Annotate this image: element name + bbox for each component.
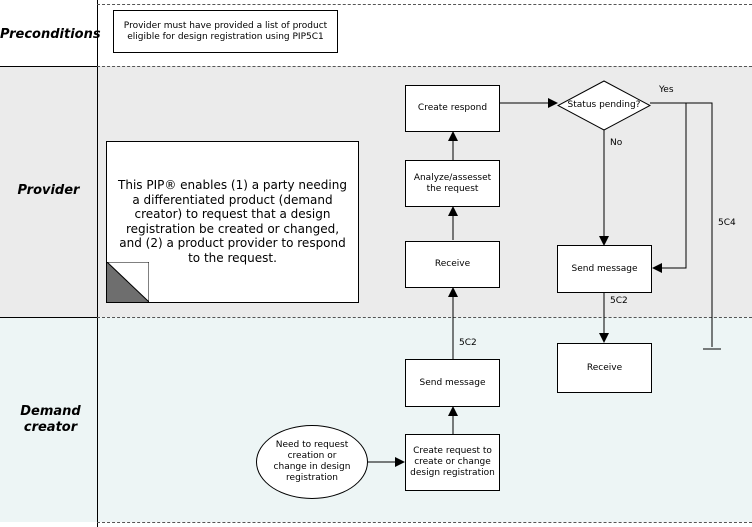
- status-pending-label: Status pending?: [567, 100, 641, 110]
- status-pending-decision: Status pending?: [557, 80, 651, 131]
- lane-divider-bottom: [97, 522, 752, 523]
- analyze-request-box: Analyze/assesset the request: [405, 160, 500, 207]
- decision-diamond-shape: [557, 80, 651, 131]
- lane-divider-preconditions: [97, 66, 752, 67]
- pip-description-note: This PIP® enables (1) a party needing a …: [106, 141, 359, 303]
- send-message-demand-box: Send message: [405, 359, 500, 407]
- code-5c2-provider-label: 5C2: [610, 296, 628, 306]
- need-to-request-start: Need to request creation or change in de…: [256, 425, 368, 499]
- code-5c4-label: 5C4: [718, 218, 736, 228]
- lane-header-divider-2: [0, 317, 97, 318]
- receive-demand-box: Receive: [557, 343, 652, 393]
- lane-divider-provider: [97, 317, 752, 318]
- code-5c2-demand-label: 5C2: [459, 338, 477, 348]
- lane-header-divider-1: [0, 66, 97, 67]
- send-message-provider-box: Send message: [557, 245, 652, 293]
- lane-label-preconditions: Preconditions: [0, 27, 101, 42]
- lane-label-demand-creator: Demand creator: [20, 404, 81, 435]
- yes-label: Yes: [659, 85, 674, 95]
- folded-corner-icon: [107, 262, 149, 302]
- lane-label-provider: Provider: [17, 183, 80, 198]
- create-respond-box: Create respond: [405, 85, 500, 132]
- create-request-box: Create request to create or change desig…: [405, 434, 500, 491]
- precondition-box: Provider must have provided a list of pr…: [113, 10, 338, 53]
- no-label: No: [610, 138, 623, 148]
- note-text: This PIP® enables (1) a party needing a …: [118, 178, 347, 265]
- receive-provider-box: Receive: [405, 241, 500, 288]
- lane-divider-top: [97, 4, 752, 5]
- lane-header-divider: [97, 0, 98, 527]
